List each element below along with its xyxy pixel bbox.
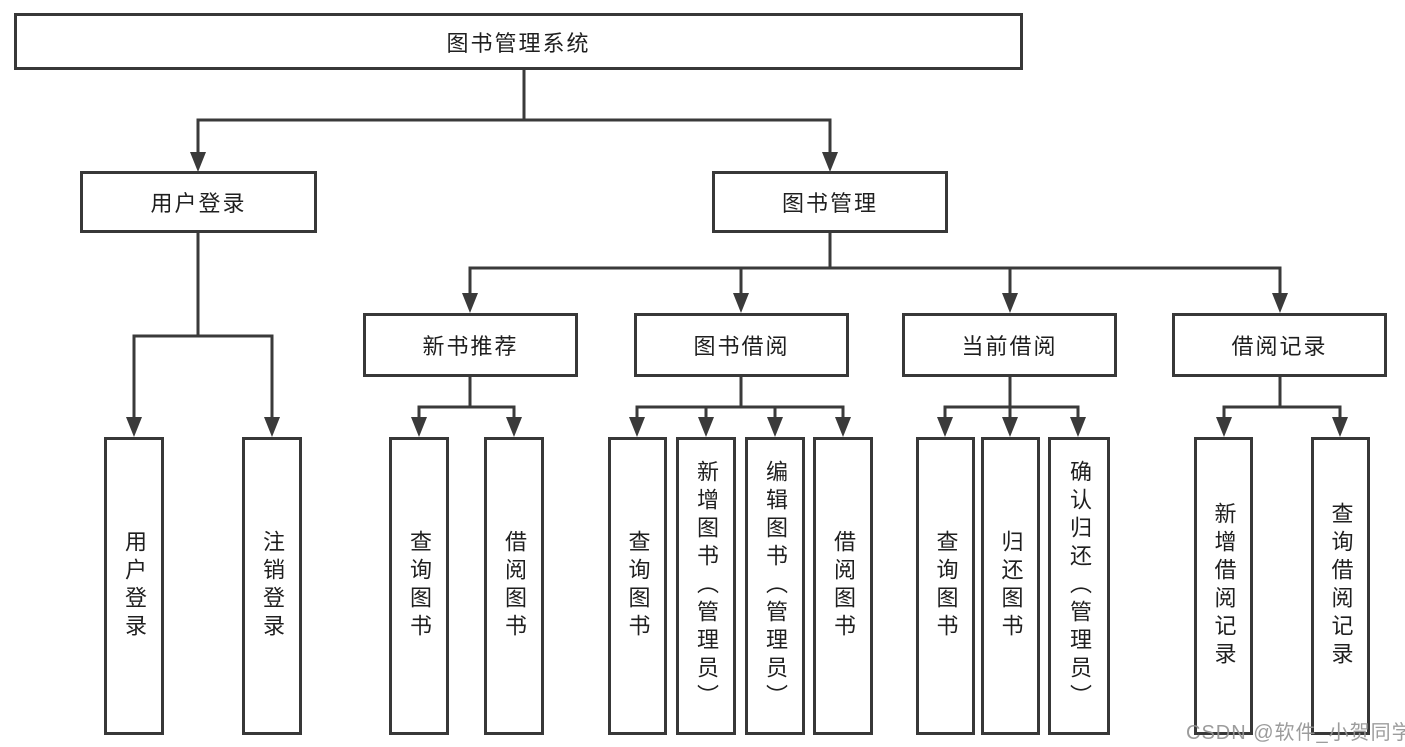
- connector-user-login-children: [126, 231, 280, 437]
- node-label: 图书借阅: [693, 334, 790, 359]
- node-label: 借阅图书: [502, 530, 527, 642]
- node-label: 借阅图书: [831, 530, 856, 642]
- node-borrow-records: 借阅记录: [1172, 313, 1387, 377]
- node-borrow-books-recommend: 借阅图书: [484, 437, 544, 735]
- connector-root-to-level2: [190, 68, 838, 172]
- connector-book-borrowing-children: [629, 375, 851, 437]
- node-label: 查询图书: [407, 530, 432, 642]
- node-add-borrow-record: 新增借阅记录: [1194, 437, 1253, 735]
- node-label: 新书推荐: [422, 334, 519, 359]
- node-label: 查询借阅记录: [1328, 502, 1354, 670]
- node-user-login: 用户登录: [80, 171, 317, 233]
- watermark: CSDN @软件_小贺同学: [1186, 722, 1405, 744]
- node-label: 当前借阅: [961, 334, 1058, 359]
- node-label: 新增图书（管理员）: [694, 460, 719, 712]
- node-label: 用户登录: [150, 191, 247, 216]
- node-user-login-leaf: 用户登录: [104, 437, 164, 735]
- node-confirm-return-admin: 确认归还（管理员）: [1048, 437, 1110, 735]
- node-return-books: 归还图书: [981, 437, 1040, 735]
- node-edit-books-admin: 编辑图书（管理员）: [745, 437, 805, 735]
- node-label: 用户登录: [122, 530, 147, 642]
- node-label: 借阅记录: [1231, 334, 1328, 359]
- node-label: 归还图书: [998, 530, 1024, 642]
- node-query-borrow-record: 查询借阅记录: [1311, 437, 1370, 735]
- node-label: 新增借阅记录: [1211, 502, 1237, 670]
- connector-book-management-children: [462, 231, 1288, 313]
- node-library-system: 图书管理系统: [14, 13, 1023, 70]
- node-label: 图书管理: [781, 191, 878, 216]
- node-label: 注销登录: [260, 530, 285, 642]
- node-new-book-recommendation: 新书推荐: [363, 313, 578, 377]
- node-query-books-recommend: 查询图书: [389, 437, 449, 735]
- node-label: 查询图书: [933, 530, 959, 642]
- connector-current-borrowing-children: [937, 375, 1086, 437]
- node-current-borrowing: 当前借阅: [902, 313, 1117, 377]
- node-book-borrowing: 图书借阅: [634, 313, 849, 377]
- node-query-books-current: 查询图书: [916, 437, 975, 735]
- node-label: 图书管理系统: [446, 30, 591, 56]
- node-label: 查询图书: [625, 530, 651, 642]
- node-borrow-books-borrowing: 借阅图书: [813, 437, 873, 735]
- connector-new-book-children: [411, 375, 522, 437]
- node-logout-leaf: 注销登录: [242, 437, 302, 735]
- node-book-management: 图书管理: [712, 171, 948, 233]
- node-query-books-borrowing: 查询图书: [608, 437, 667, 735]
- connector-borrow-records-children: [1216, 375, 1348, 437]
- node-label: 确认归还（管理员）: [1067, 460, 1092, 712]
- node-add-books-admin: 新增图书（管理员）: [676, 437, 736, 735]
- node-label: 编辑图书（管理员）: [763, 460, 788, 712]
